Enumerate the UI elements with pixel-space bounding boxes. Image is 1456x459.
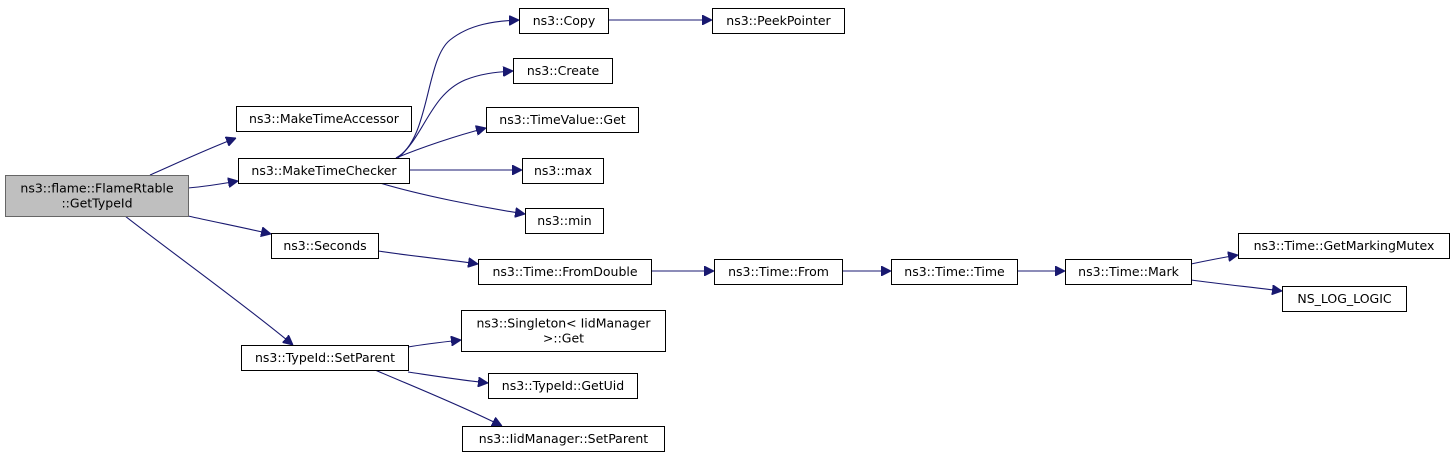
edge-mtc-to-copy — [395, 20, 519, 159]
edge-root-to-mtc — [187, 181, 238, 189]
node-ns-log-logic[interactable]: NS_LOG_LOGIC — [1282, 286, 1407, 312]
node-box — [1282, 286, 1407, 312]
node-ns3-time-from[interactable]: ns3::Time::From — [714, 259, 843, 285]
node-box — [513, 58, 613, 84]
node-label: ns3::Time::Time — [904, 264, 1005, 279]
node-ns3-typeid-getuid[interactable]: ns3::TypeId::GetUid — [488, 373, 638, 399]
node-ns3-maketimechecker[interactable]: ns3::MakeTimeChecker — [238, 158, 410, 184]
node-ns3-flame-flamertable-gettypeid[interactable]: ns3::flame::FlameRtable::GetTypeId — [5, 175, 189, 217]
node-label: ns3::TypeId::GetUid — [502, 378, 624, 393]
node-ns3-seconds[interactable]: ns3::Seconds — [271, 233, 379, 259]
node-ns3-min[interactable]: ns3::min — [525, 208, 604, 234]
node-box — [478, 259, 652, 285]
node-box — [238, 158, 410, 184]
node-box — [519, 8, 609, 34]
node-label: ns3::IidManager::SetParent — [479, 431, 649, 446]
node-box — [271, 233, 379, 259]
node-label: ns3::max — [534, 163, 592, 178]
node-label: ns3::TimeValue::Get — [499, 112, 626, 127]
node-box — [461, 310, 666, 352]
edge-tsp-to-sig — [407, 340, 461, 348]
edge-mtc-to-tvg — [395, 128, 486, 159]
node-box — [712, 8, 845, 34]
node-box — [462, 426, 665, 452]
node-label: ::GetTypeId — [61, 196, 132, 211]
nodes-layer: ns3::flame::FlameRtable::GetTypeId ns3::M… — [5, 8, 1450, 452]
node-label: NS_LOG_LOGIC — [1297, 291, 1392, 306]
node-label: ns3::Time::Mark — [1078, 264, 1179, 279]
node-ns3-max[interactable]: ns3::max — [522, 158, 604, 184]
edge-mtc-to-min — [379, 182, 525, 214]
node-label: ns3::Time::From — [728, 264, 829, 279]
node-ns3-time-fromdouble[interactable]: ns3::Time::FromDouble — [478, 259, 652, 285]
node-label: >::Get — [543, 331, 584, 346]
node-ns3-singleton-iidmanager-get[interactable]: ns3::Singleton< IidManager>::Get — [461, 310, 666, 352]
edge-tsp-to-imsp — [374, 369, 502, 426]
node-box — [241, 345, 409, 371]
node-label: ns3::min — [537, 213, 591, 228]
edge-tsp-to-tgu — [407, 371, 488, 383]
node-ns3-time-mark[interactable]: ns3::Time::Mark — [1065, 259, 1192, 285]
node-ns3-timevalue-get[interactable]: ns3::TimeValue::Get — [486, 107, 639, 133]
node-box — [488, 373, 638, 399]
edge-tmark-to-nll — [1190, 279, 1282, 291]
node-box — [522, 158, 604, 184]
edge-root-to-tsp — [124, 215, 293, 345]
edge-tmark-to-tgmm — [1190, 255, 1238, 265]
node-box — [714, 259, 843, 285]
node-box — [891, 259, 1018, 285]
node-box — [1065, 259, 1192, 285]
node-ns3-peekpointer[interactable]: ns3::PeekPointer — [712, 8, 845, 34]
node-ns3-create[interactable]: ns3::Create — [513, 58, 613, 84]
edge-root-to-mta — [149, 138, 236, 176]
node-label: ns3::PeekPointer — [726, 13, 831, 28]
edge-mtc-to-create — [397, 71, 513, 159]
node-label: ns3::Time::GetMarkingMutex — [1254, 238, 1435, 253]
node-ns3-maketimeaccessor[interactable]: ns3::MakeTimeAccessor — [236, 106, 412, 132]
node-label: ns3::Copy — [533, 13, 596, 28]
node-ns3-iidmanager-setparent[interactable]: ns3::IidManager::SetParent — [462, 426, 665, 452]
node-label: ns3::MakeTimeAccessor — [249, 111, 400, 126]
node-label: ns3::Seconds — [283, 238, 366, 253]
node-ns3-time-getmarkingmutex[interactable]: ns3::Time::GetMarkingMutex — [1238, 233, 1450, 259]
node-label: ns3::Time::FromDouble — [492, 264, 637, 279]
node-ns3-copy[interactable]: ns3::Copy — [519, 8, 609, 34]
node-box — [486, 107, 639, 133]
edges-layer — [124, 20, 1282, 426]
node-ns3-time-time[interactable]: ns3::Time::Time — [891, 259, 1018, 285]
node-box — [5, 175, 189, 217]
edge-root-to-sec — [187, 215, 271, 234]
node-label: ns3::TypeId::SetParent — [255, 350, 395, 365]
node-box — [1238, 233, 1450, 259]
edge-sec-to-tfd — [377, 250, 478, 264]
node-box — [236, 106, 412, 132]
node-label: ns3::flame::FlameRtable — [20, 181, 173, 196]
node-ns3-typeid-setparent[interactable]: ns3::TypeId::SetParent — [241, 345, 409, 371]
node-label: ns3::Singleton< IidManager — [476, 316, 651, 331]
node-label: ns3::MakeTimeChecker — [251, 163, 397, 178]
node-label: ns3::Create — [527, 63, 600, 78]
node-box — [525, 208, 604, 234]
